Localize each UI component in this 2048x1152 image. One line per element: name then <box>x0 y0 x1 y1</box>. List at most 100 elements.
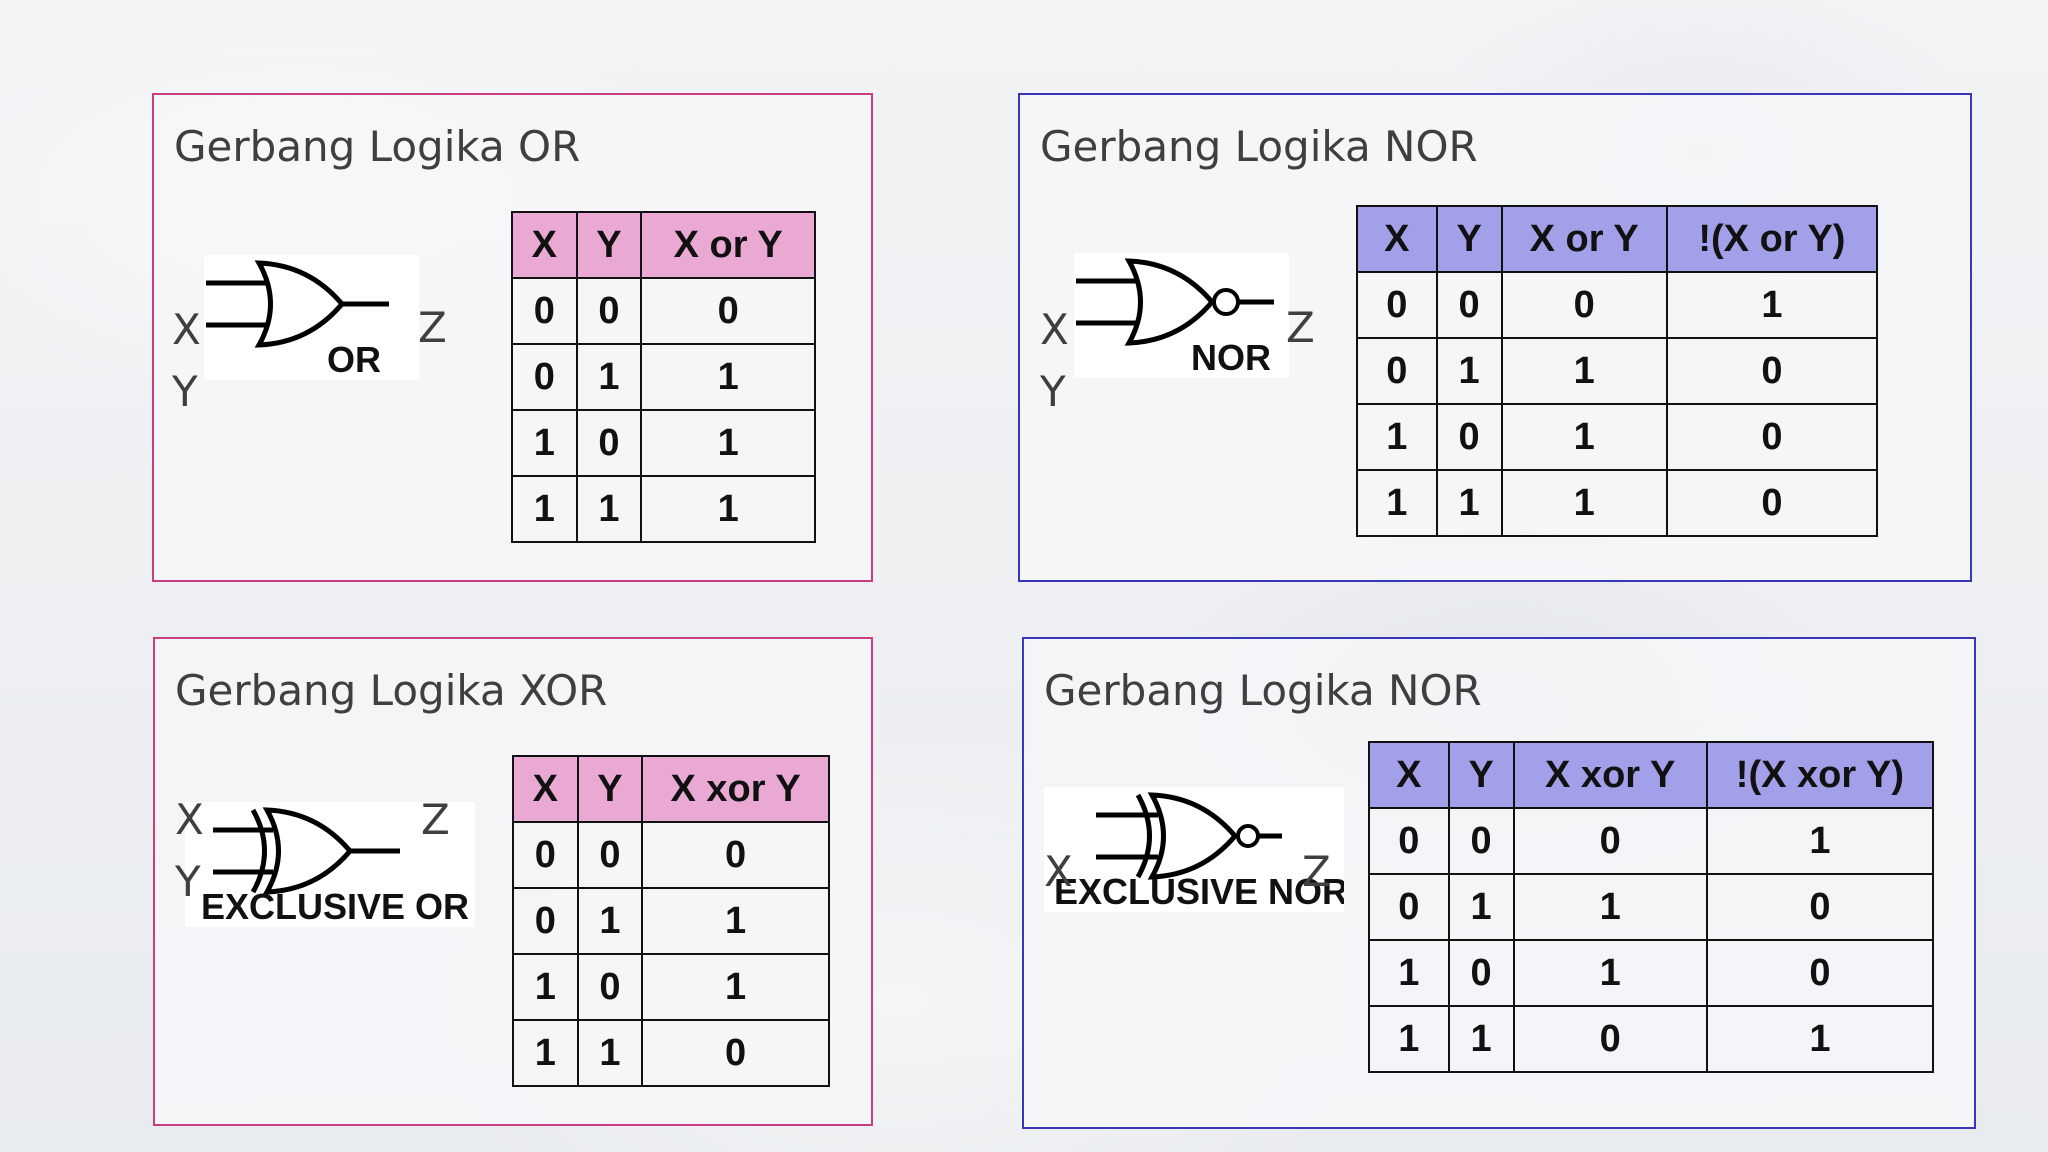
table-cell: 1 <box>640 475 816 543</box>
table-cell: 1 <box>512 953 579 1021</box>
table-cell: 0 <box>576 821 644 889</box>
table-cell: 1 <box>575 343 643 411</box>
table-cell: 0 <box>641 1019 830 1087</box>
table-cell: 1 <box>575 475 643 543</box>
table-cell: 0 <box>1447 807 1515 875</box>
table-cell: 1 <box>640 343 816 411</box>
gate-label: EXCLUSIVE NOR <box>1054 871 1344 912</box>
pin-x-label: X <box>175 795 204 844</box>
table-cell: 1 <box>1665 271 1879 339</box>
or-gate-icon: OR <box>204 255 419 380</box>
column-header: X <box>1368 741 1450 809</box>
pin-x-label: X <box>1044 847 1073 896</box>
pin-z-label: Z <box>418 303 447 352</box>
table-cell: 0 <box>511 343 578 411</box>
table-cell: 1 <box>1500 337 1668 405</box>
table-cell: 0 <box>1356 271 1438 339</box>
table-cell: 0 <box>1665 337 1879 405</box>
table-cell: 0 <box>1665 469 1879 537</box>
nor-gate-icon: NOR <box>1074 253 1289 378</box>
panel-title: Gerbang Logika OR <box>174 122 581 171</box>
table-cell: 0 <box>512 821 579 889</box>
table-cell: 1 <box>1705 1005 1935 1073</box>
table-cell: 0 <box>576 953 644 1021</box>
gate-label: OR <box>327 339 381 380</box>
pin-z-label: Z <box>421 795 450 844</box>
table-cell: 1 <box>1435 469 1503 537</box>
column-header: Y <box>575 211 643 279</box>
xnor-gate-icon: EXCLUSIVE NOR <box>1044 787 1344 912</box>
table-cell: 1 <box>1368 1005 1450 1073</box>
column-header: X <box>512 755 579 823</box>
panel-title: Gerbang Logika XOR <box>175 666 608 715</box>
pin-x-label: X <box>172 305 201 354</box>
table-cell: 1 <box>1447 873 1515 941</box>
gate-label: NOR <box>1191 337 1271 378</box>
table-cell: 1 <box>576 1019 644 1087</box>
column-header: Y <box>1447 741 1515 809</box>
column-header: X or Y <box>1500 205 1668 273</box>
panel-title: Gerbang Logika NOR <box>1040 122 1478 171</box>
table-cell: 0 <box>575 409 643 477</box>
column-header: !(X or Y) <box>1665 205 1879 273</box>
table-cell: 0 <box>575 277 643 345</box>
gate-label: EXCLUSIVE OR <box>201 886 469 927</box>
pin-y-label: Y <box>172 367 198 416</box>
table-cell: 1 <box>1356 403 1438 471</box>
table-cell: 0 <box>1512 1005 1708 1073</box>
table-cell: 0 <box>512 887 579 955</box>
table-cell: 1 <box>640 409 816 477</box>
table-cell: 0 <box>1435 403 1503 471</box>
table-cell: 1 <box>1447 1005 1515 1073</box>
table-cell: 1 <box>511 409 578 477</box>
table-cell: 0 <box>1368 873 1450 941</box>
table-cell: 0 <box>1368 807 1450 875</box>
column-header: X or Y <box>640 211 816 279</box>
column-header: !(X xor Y) <box>1705 741 1935 809</box>
column-header: X xor Y <box>1512 741 1708 809</box>
table-cell: 1 <box>1512 873 1708 941</box>
table-cell: 0 <box>511 277 578 345</box>
table-cell: 0 <box>1500 271 1668 339</box>
table-cell: 0 <box>1447 939 1515 1007</box>
column-header: X xor Y <box>641 755 830 823</box>
pin-y-label: Y <box>1040 367 1066 416</box>
column-header: Y <box>1435 205 1503 273</box>
table-cell: 1 <box>641 887 830 955</box>
xor-gate-icon: EXCLUSIVE OR <box>185 802 475 927</box>
table-cell: 1 <box>1356 469 1438 537</box>
table-cell: 1 <box>511 475 578 543</box>
pin-y-label: Y <box>175 857 201 906</box>
table-cell: 1 <box>1705 807 1935 875</box>
table-cell: 1 <box>1435 337 1503 405</box>
table-cell: 0 <box>1512 807 1708 875</box>
panel-title: Gerbang Logika NOR <box>1044 666 1482 715</box>
pin-z-label: Z <box>1302 847 1331 896</box>
column-header: X <box>511 211 578 279</box>
table-cell: 1 <box>1500 469 1668 537</box>
